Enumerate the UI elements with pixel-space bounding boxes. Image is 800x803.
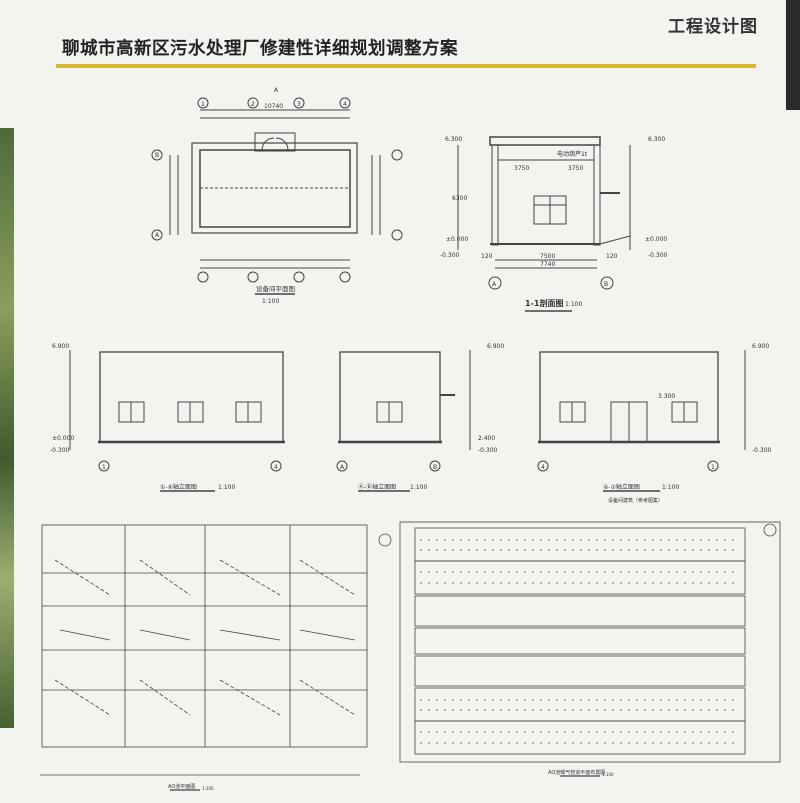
level-text: 6.300 (445, 136, 462, 143)
elevation-title: Ⓐ-Ⓑ轴立面图 (358, 483, 396, 491)
axis-label: 2 (251, 101, 255, 108)
ao-plan-title: AO池平面图 (168, 783, 195, 790)
level-text: 2.400 (478, 435, 495, 442)
level-text: 6.900 (52, 343, 69, 350)
elevation-3-drawing (537, 350, 746, 492)
axis-label: B (433, 464, 437, 471)
floor-plan-drawing (151, 97, 403, 295)
dimension-text: 3750 (568, 165, 583, 172)
axis-label: 3 (297, 101, 301, 108)
elevation-note: 设备间建筑（参考图集） (608, 497, 663, 504)
elevation-scale: 1:100 (662, 484, 679, 491)
level-text: -0.300 (648, 252, 668, 259)
plan-title: 设备间平面图 (256, 284, 295, 293)
section-title: 1-1剖面图 (525, 298, 563, 308)
level-text: ±0.000 (446, 236, 468, 243)
axis-label: 4 (274, 464, 278, 471)
axis-label: A (340, 464, 345, 471)
level-text: 3.300 (658, 393, 675, 400)
section-mark: A (274, 87, 279, 94)
ao-pipe-plan-title: AO池曝气管道平面布置图 (548, 769, 605, 776)
dimension-text: 10740 (264, 103, 283, 110)
ao-tank-plan-drawing (40, 524, 368, 791)
elevation-title: ④-①轴立面图 (603, 483, 640, 491)
ao-pipe-plan-scale: 1:100 (602, 772, 614, 777)
level-text: -0.300 (440, 252, 460, 259)
elevation-title: ①-④轴立面图 (160, 483, 197, 491)
axis-label: 1 (201, 101, 205, 108)
photo-edge-strip (0, 128, 14, 728)
level-text: -0.300 (478, 447, 498, 454)
level-text: 6.300 (648, 136, 665, 143)
dimension-text: 6300 (452, 195, 467, 202)
ao-plan-scale: 1:100 (202, 786, 214, 791)
level-text: 6.900 (752, 343, 769, 350)
plan-scale: 1:100 (262, 298, 279, 305)
axis-label: 1 (102, 464, 106, 471)
elevation-scale: 1:100 (410, 484, 427, 491)
dimension-text: 7500 (540, 253, 555, 260)
elevation-1-drawing (69, 350, 285, 492)
dimension-text: 7740 (540, 261, 555, 268)
axis-label: B (604, 281, 608, 288)
page-edge-strip (786, 0, 800, 110)
level-text: ±0.000 (52, 435, 74, 442)
title-underline (56, 64, 756, 68)
ao-pipe-plan-drawing (378, 521, 781, 777)
section-drawing (457, 136, 631, 312)
level-text: -0.300 (752, 447, 772, 454)
level-text: -0.300 (50, 447, 70, 454)
dimension-text: 120 (481, 253, 493, 260)
elevation-2-drawing (336, 350, 471, 492)
dimension-text: 3750 (514, 165, 529, 172)
dimension-text: 120 (606, 253, 618, 260)
axis-label: 4 (541, 464, 545, 471)
level-text: 6.900 (487, 343, 504, 350)
axis-label: 1 (711, 464, 715, 471)
axis-label: 4 (343, 101, 347, 108)
crane-label: 电动葫芦1t (557, 150, 588, 158)
axis-label: A (492, 281, 497, 288)
axis-label: A (155, 232, 160, 239)
level-text: ±0.000 (645, 236, 667, 243)
elevation-scale: 1:100 (218, 484, 235, 491)
page-title: 聊城市高新区污水处理厂修建性详细规划调整方案 (62, 39, 458, 59)
axis-label: B (155, 152, 159, 159)
section-label: 工程设计图 (668, 17, 758, 37)
section-scale: 1:100 (565, 301, 582, 308)
